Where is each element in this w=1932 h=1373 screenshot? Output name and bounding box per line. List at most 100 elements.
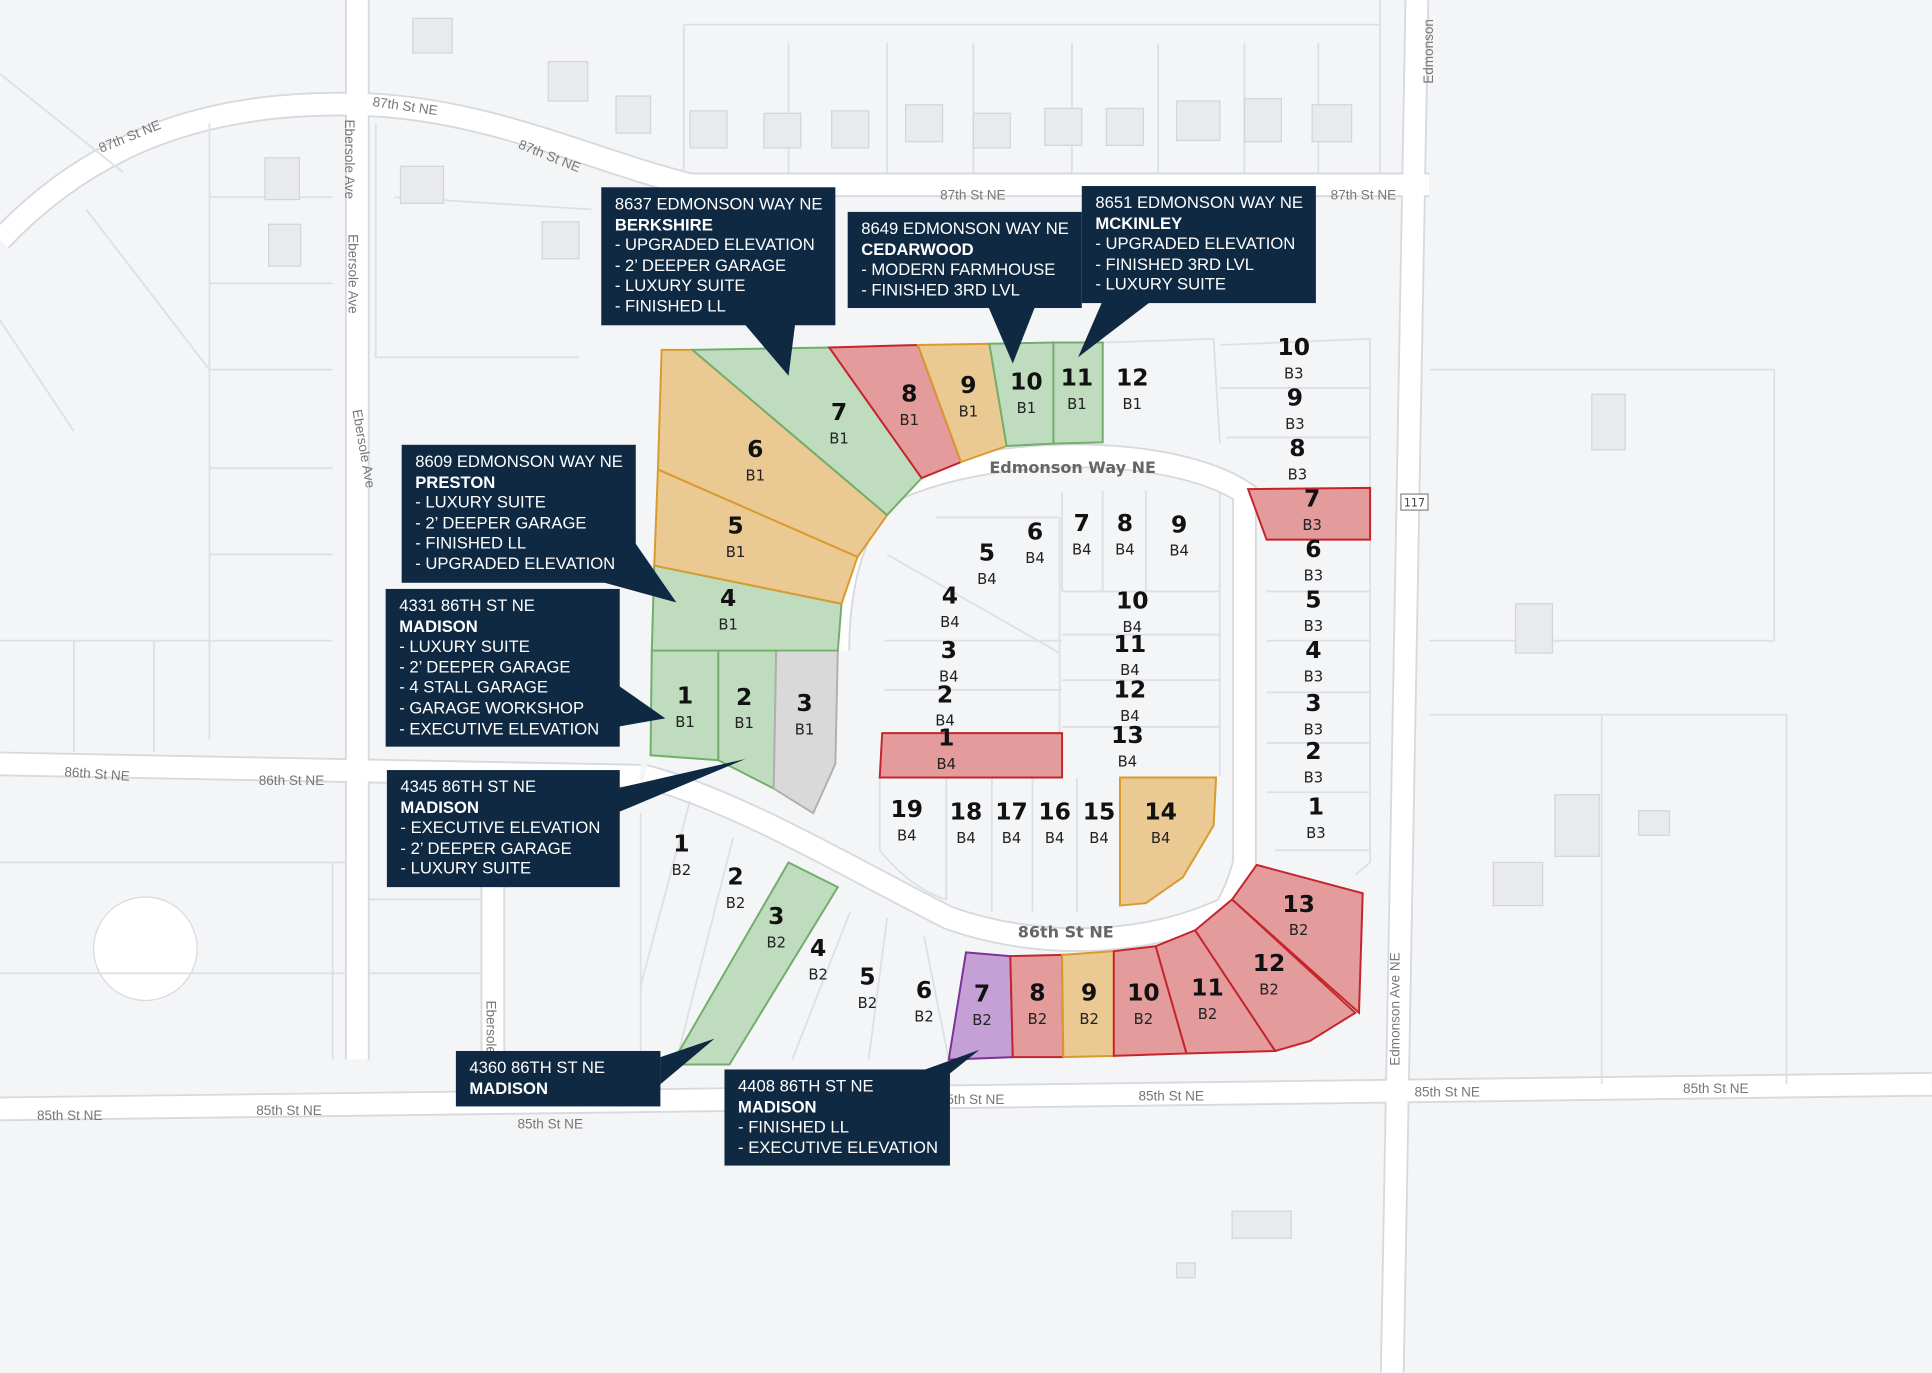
callout-feature: - FINISHED 3RD LVL bbox=[861, 280, 1020, 300]
lot-number: 5 bbox=[727, 511, 743, 539]
callout-model: MADISON bbox=[400, 797, 479, 817]
callout-address: 8651 EDMONSON WAY NE bbox=[1095, 193, 1304, 212]
lot-block: B3 bbox=[1304, 567, 1324, 584]
lot-block: B4 bbox=[1002, 830, 1022, 847]
lot-b2-3[interactable] bbox=[669, 861, 840, 1066]
lot-number: 11 bbox=[1114, 630, 1147, 658]
callout-address: 4360 86TH ST NE bbox=[469, 1058, 606, 1077]
lot-block: B2 bbox=[808, 967, 828, 984]
callout-address: 4345 86TH ST NE bbox=[400, 777, 537, 796]
lot-block: B2 bbox=[1198, 1006, 1218, 1023]
callout-feature: - UPGRADED ELEVATION bbox=[614, 235, 815, 255]
lot-b3-7[interactable] bbox=[1246, 486, 1372, 541]
lot-block: B3 bbox=[1304, 668, 1324, 685]
callout-pointer bbox=[985, 300, 1038, 364]
lot-number: 4 bbox=[810, 934, 826, 962]
street-label-ebersole: Ebersole Ave bbox=[342, 120, 357, 200]
lot-block: B4 bbox=[940, 614, 960, 631]
street-label-85th: 85th St NE bbox=[256, 1103, 322, 1118]
street-label-87th: 87th St NE bbox=[1331, 188, 1397, 203]
callout-feature: - EXECUTIVE ELEVATION bbox=[400, 818, 601, 837]
lot-block: B2 bbox=[858, 995, 878, 1012]
callout-model: BERKSHIRE bbox=[614, 215, 713, 234]
lot-block: B4 bbox=[1151, 830, 1171, 847]
lot-number: 8 bbox=[901, 380, 917, 408]
lot-number: 6 bbox=[916, 976, 932, 1004]
callout-address: 8649 EDMONSON WAY NE bbox=[861, 219, 1069, 238]
callout-feature: - LUXURY SUITE bbox=[400, 859, 532, 878]
lot-b2-13[interactable] bbox=[1230, 863, 1364, 1015]
callout-feature: - 2’ DEEPER GARAGE bbox=[400, 838, 572, 858]
callout-model: PRESTON bbox=[415, 472, 496, 492]
lot-number: 6 bbox=[1027, 518, 1043, 546]
lot-b4-14[interactable] bbox=[1118, 776, 1218, 907]
lot-b2-12[interactable] bbox=[1193, 898, 1357, 1053]
lot-number: 13 bbox=[1111, 721, 1144, 749]
street-label-85th: 85th St NE bbox=[939, 1092, 1005, 1107]
street-label-85th: 85th St NE bbox=[1683, 1081, 1749, 1096]
lot-number: 1 bbox=[677, 682, 693, 710]
lot-number: 4 bbox=[1305, 636, 1321, 664]
lot-block: B4 bbox=[956, 830, 976, 847]
lot-block: B4 bbox=[1123, 619, 1143, 636]
lot-block: B4 bbox=[1115, 541, 1135, 558]
lot-number: 12 bbox=[1114, 675, 1147, 703]
callout-feature: - 4 STALL GARAGE bbox=[399, 678, 549, 697]
street-label-86th: 86th St NE bbox=[259, 773, 325, 788]
callout-feature: - LUXURY SUITE bbox=[1095, 275, 1226, 294]
lot-block: B2 bbox=[1028, 1011, 1048, 1028]
callout-feature: - LUXURY SUITE bbox=[399, 637, 530, 656]
lot-block: B4 bbox=[897, 827, 917, 844]
lot-number: 1 bbox=[673, 829, 689, 857]
callout-model: MADISON bbox=[469, 1078, 548, 1098]
lot-block: B1 bbox=[795, 721, 815, 738]
lot-block: B1 bbox=[726, 544, 746, 561]
street-label-85th: 85th St NE bbox=[1414, 1085, 1480, 1100]
lot-number: 19 bbox=[891, 795, 924, 823]
callout-model: CEDARWOOD bbox=[861, 239, 974, 259]
lot-block: B1 bbox=[675, 714, 695, 731]
lot-number: 3 bbox=[796, 689, 812, 717]
callout-feature: - 2’ DEEPER GARAGE bbox=[415, 513, 587, 532]
lot-block: B2 bbox=[1259, 981, 1279, 998]
callout-feature: - 2’ DEEPER GARAGE bbox=[399, 657, 571, 677]
lot-number: 8 bbox=[1029, 978, 1045, 1006]
callout-feature: - FINISHED LL bbox=[738, 1117, 849, 1137]
lot-polygons bbox=[649, 341, 1372, 1066]
lot-number: 10 bbox=[1010, 367, 1043, 395]
lot-number: 2 bbox=[937, 680, 953, 708]
route-shield-icon bbox=[1400, 493, 1429, 511]
lot-b1-6[interactable] bbox=[656, 348, 889, 559]
lot-number: 9 bbox=[960, 371, 976, 399]
lot-number: 3 bbox=[768, 902, 784, 930]
lot-block: B1 bbox=[734, 715, 754, 732]
lot-number: 5 bbox=[859, 962, 875, 990]
lot-block: B1 bbox=[1017, 400, 1037, 417]
lot-block: B2 bbox=[672, 862, 692, 879]
lot-b4-1[interactable] bbox=[878, 732, 1064, 779]
lot-block: B2 bbox=[972, 1012, 992, 1029]
lot-block: B3 bbox=[1306, 825, 1326, 842]
lot-block: B3 bbox=[1288, 466, 1308, 483]
lot-number: 9 bbox=[1287, 383, 1303, 411]
lot-number: 7 bbox=[1304, 484, 1320, 512]
street-label-86th-center: 86th St NE bbox=[1018, 923, 1114, 942]
street-label-edmonson-ave: Edmonson Ave NE bbox=[1388, 952, 1403, 1065]
callout-model: MCKINLEY bbox=[1095, 213, 1183, 233]
lot-block: B2 bbox=[1079, 1011, 1099, 1028]
lot-b1-11[interactable] bbox=[1052, 341, 1104, 445]
lot-number: 11 bbox=[1061, 364, 1094, 392]
lot-block: B1 bbox=[718, 617, 738, 634]
callout-feature: - UPGRADED ELEVATION bbox=[415, 554, 616, 573]
lot-block: B2 bbox=[1134, 1011, 1154, 1028]
lot-block: B1 bbox=[959, 403, 979, 420]
callout-address: 4408 86TH ST NE bbox=[738, 1076, 874, 1096]
callout-feature: - FINISHED LL bbox=[415, 533, 527, 553]
lot-number: 10 bbox=[1277, 333, 1310, 361]
lot-number: 8 bbox=[1117, 509, 1133, 537]
